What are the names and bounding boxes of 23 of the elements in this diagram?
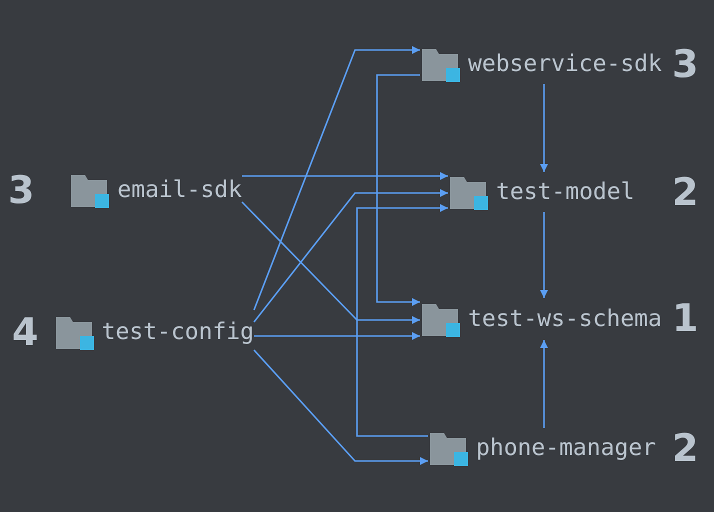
count-number: 2 xyxy=(672,428,698,468)
module-name: email-sdk xyxy=(117,177,242,203)
count-number: 1 xyxy=(672,298,698,338)
arrow xyxy=(242,172,448,180)
arrow xyxy=(253,189,448,322)
module-name: phone-manager xyxy=(476,435,656,461)
module-name: webservice-sdk xyxy=(468,51,662,77)
module-name: test-config xyxy=(102,319,254,345)
arrow xyxy=(376,74,420,306)
module-name: test-ws-schema xyxy=(468,306,662,332)
arrow xyxy=(540,84,548,172)
count-number: 2 xyxy=(672,172,698,212)
arrow xyxy=(356,204,448,437)
arrow xyxy=(540,212,548,298)
count-number: 3 xyxy=(672,44,698,84)
arrow xyxy=(253,349,428,465)
count-number: 3 xyxy=(8,170,34,210)
count-number: 4 xyxy=(12,312,38,352)
arrow xyxy=(540,340,548,428)
arrow xyxy=(254,332,420,340)
arrow xyxy=(241,201,420,324)
module-name: test-model xyxy=(496,179,634,205)
arrow xyxy=(253,46,420,310)
